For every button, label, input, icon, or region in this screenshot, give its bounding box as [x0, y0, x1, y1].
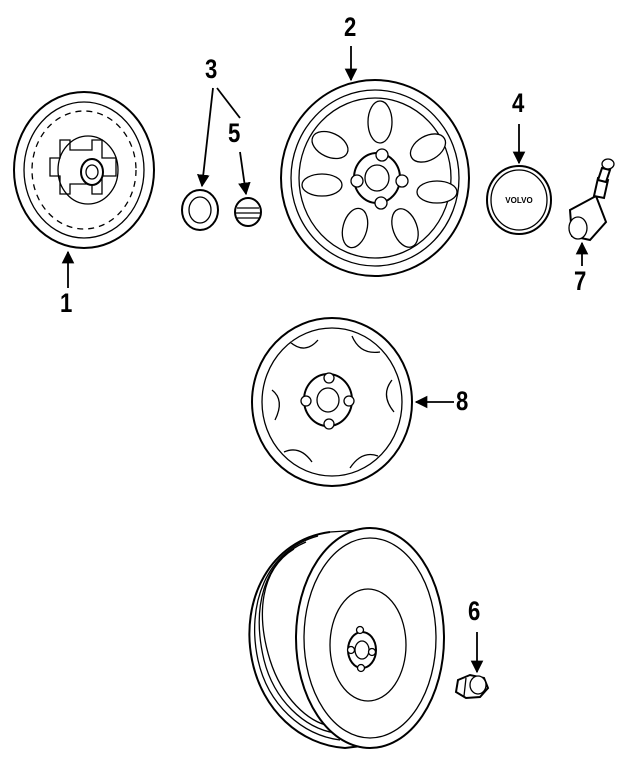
small-cap-part: [234, 197, 262, 227]
callout-8: 8: [456, 386, 469, 416]
callout-4: 4: [512, 88, 525, 118]
callout-6: 6: [468, 596, 481, 626]
arrow-5: [238, 151, 251, 196]
callout-1: 1: [60, 288, 73, 318]
alloy-wheel-part: [280, 79, 470, 277]
lug-nut-part: [454, 673, 490, 700]
callout-3: 3: [205, 54, 218, 84]
center-cap-part: [181, 189, 219, 231]
callout-5: 5: [228, 118, 241, 148]
arrow-3a: [197, 87, 214, 188]
leader-arrows: [61, 46, 589, 674]
callout-7: 7: [574, 266, 587, 296]
arrow-3b: [216, 87, 241, 119]
valve-stem-part: [568, 158, 615, 242]
emblem-part: VOLVO: [486, 165, 552, 235]
steel-wheel-part: [251, 317, 413, 487]
emblem-text: VOLVO: [505, 196, 532, 205]
callout-2: 2: [344, 12, 357, 42]
tire-part: [248, 527, 445, 750]
wheel-cover-part: [13, 91, 155, 249]
